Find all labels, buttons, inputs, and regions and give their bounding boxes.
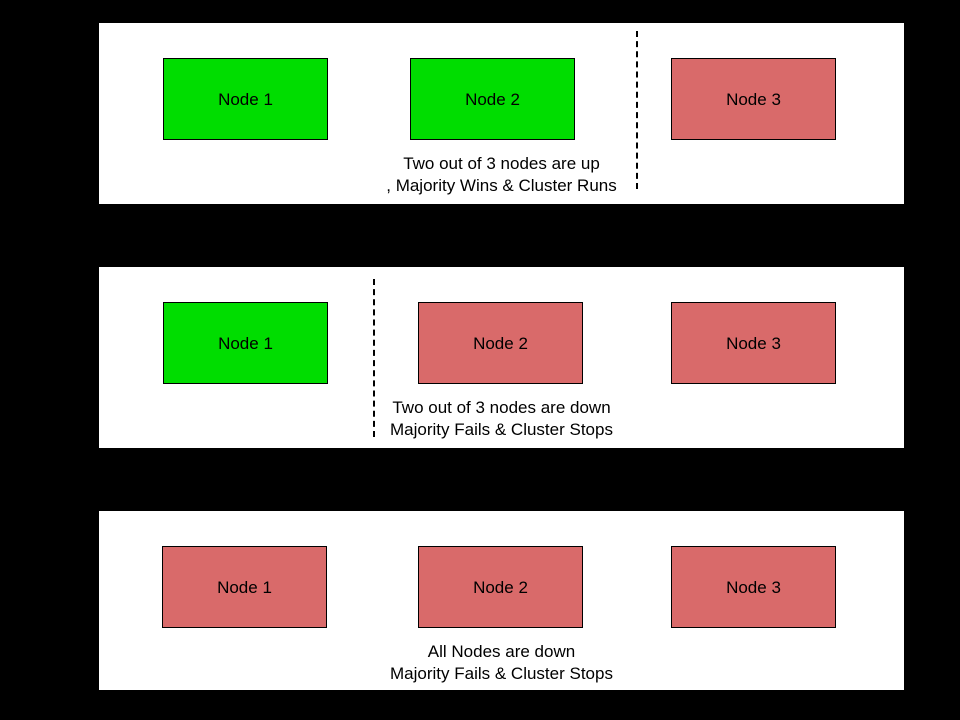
panel-majority-down: Node 1 Node 2 Node 3 Two out of 3 nodes … xyxy=(97,265,906,450)
caption-line-1: All Nodes are down xyxy=(427,642,576,661)
node-3-box: Node 3 xyxy=(671,58,836,140)
node-1-label: Node 1 xyxy=(217,577,272,597)
node-2-box: Node 2 xyxy=(410,58,575,140)
panel-caption: Two out of 3 nodes are up , Majority Wins… xyxy=(99,153,904,197)
node-2-label: Node 2 xyxy=(465,89,520,109)
node-1-box: Node 1 xyxy=(163,58,328,140)
caption-line-2: Majority Fails & Cluster Stops xyxy=(390,664,613,683)
partition-divider xyxy=(636,31,638,189)
caption-line-1: Two out of 3 nodes are up xyxy=(403,154,600,173)
panel-majority-up: Node 1 Node 2 Node 3 Two out of 3 nodes … xyxy=(97,21,906,206)
node-3-label: Node 3 xyxy=(726,577,781,597)
node-2-box: Node 2 xyxy=(418,546,583,628)
node-2-box: Node 2 xyxy=(418,302,583,384)
node-1-label: Node 1 xyxy=(218,89,273,109)
node-1-box: Node 1 xyxy=(163,302,328,384)
partition-divider xyxy=(373,279,375,437)
caption-line-1: Two out of 3 nodes are down xyxy=(392,398,611,417)
node-3-label: Node 3 xyxy=(726,89,781,109)
node-2-label: Node 2 xyxy=(473,333,528,353)
node-3-box: Node 3 xyxy=(671,546,836,628)
caption-line-2: , Majority Wins & Cluster Runs xyxy=(386,176,617,195)
node-3-box: Node 3 xyxy=(671,302,836,384)
node-1-label: Node 1 xyxy=(218,333,273,353)
caption-line-2: Majority Fails & Cluster Stops xyxy=(390,420,613,439)
node-1-box: Node 1 xyxy=(162,546,327,628)
node-2-label: Node 2 xyxy=(473,577,528,597)
node-3-label: Node 3 xyxy=(726,333,781,353)
